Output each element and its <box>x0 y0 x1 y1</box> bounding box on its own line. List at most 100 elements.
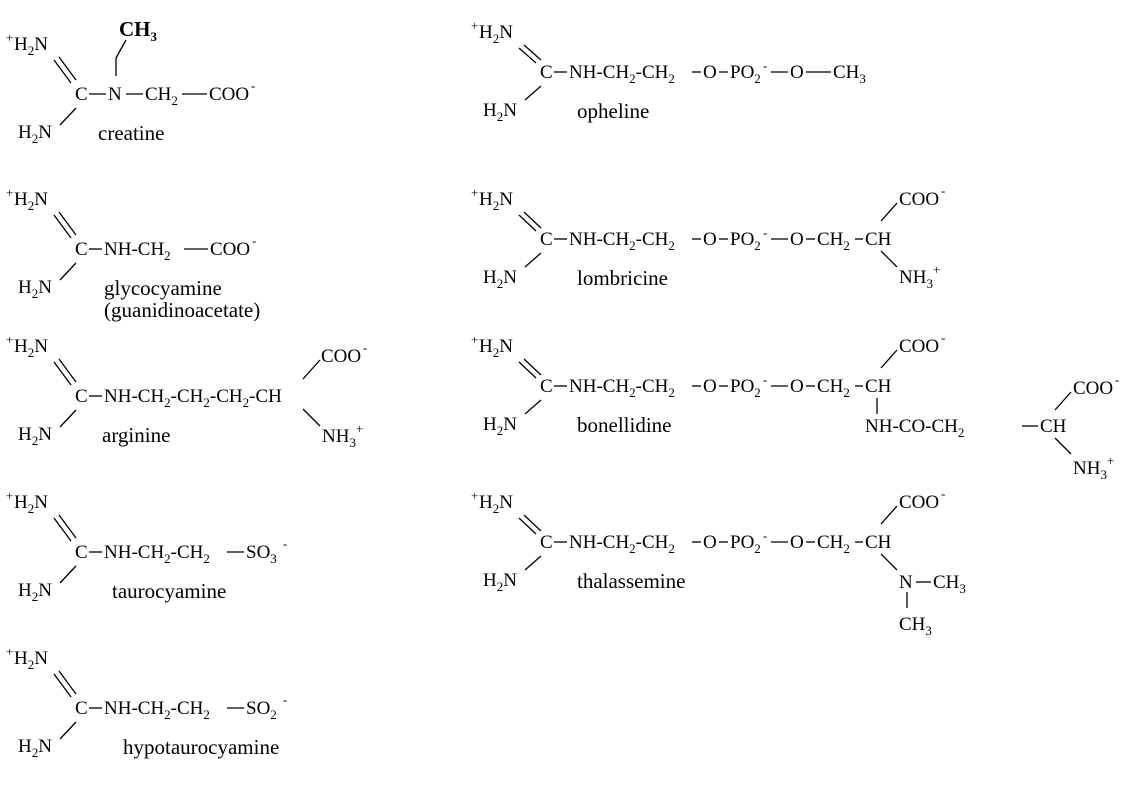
taurocyamine-single-bond-lower <box>59 565 77 584</box>
opheline-double-bond-b <box>518 47 537 64</box>
opheline-ch3: CH3 <box>833 62 866 86</box>
molecule-arginine: + H2N C H2N NH-CH2-CH2-CH2-CH COO - NH3+… <box>6 332 367 450</box>
lombricine-po2-charge: - <box>763 225 767 240</box>
taurocyamine-bottom-amine: H2N <box>18 580 52 604</box>
hypotaurocyamine-so2-charge: - <box>283 692 287 707</box>
glycocyamine-coo: COO <box>210 239 250 260</box>
bonellidine-bond-ch-coo-b <box>1054 391 1072 411</box>
hypotaurocyamine-chain: NH-CH2-CH2 <box>104 698 210 722</box>
lombricine-top-amine: H2N <box>479 189 513 213</box>
bonellidine-po2-charge: - <box>763 372 767 387</box>
arginine-bottom-amine: H2N <box>18 424 52 448</box>
creatine-central-carbon: C <box>75 84 88 105</box>
glycocyamine-alt-name: (guanidinoacetate) <box>104 298 260 322</box>
thalassemine-ch: CH <box>865 532 892 553</box>
thalassemine-ch3-down: CH3 <box>899 614 932 638</box>
taurocyamine-top-amine: H2N <box>14 492 48 516</box>
thalassemine-n-atom: N <box>899 572 913 593</box>
bonellidine-po2: PO2 <box>730 376 761 400</box>
arginine-top-amine: H2N <box>14 336 48 360</box>
creatine-double-bond-b <box>53 59 72 84</box>
molecule-thalassemine: + H2N C H2N NH-CH2-CH2 O PO2 - O CH2 CH … <box>471 486 966 638</box>
arginine-plus-charge: + <box>6 332 13 347</box>
lombricine-ch2: CH2 <box>817 229 850 253</box>
creatine-bond-methyl-tilt <box>115 39 127 59</box>
arginine-bond-ch-coo <box>302 359 321 380</box>
lombricine-central-carbon: C <box>540 229 553 250</box>
taurocyamine-central-carbon: C <box>75 542 88 563</box>
glycocyamine-double-bond-a <box>58 211 77 236</box>
glycocyamine-coo-charge: - <box>252 233 256 248</box>
hypotaurocyamine-single-bond-lower <box>59 721 77 740</box>
bonellidine-bond-ch-nh3 <box>1054 437 1072 455</box>
taurocyamine-name: taurocyamine <box>112 579 226 603</box>
hypotaurocyamine-top-amine: H2N <box>14 648 48 672</box>
opheline-bottom-amine: H2N <box>483 100 517 124</box>
hypotaurocyamine-double-bond-a <box>58 670 77 695</box>
thalassemine-top-amine: H2N <box>479 492 513 516</box>
lombricine-double-bond-b <box>518 214 537 232</box>
bonellidine-nh3: NH3+ <box>1073 453 1114 482</box>
thalassemine-o1: O <box>703 532 717 553</box>
glycocyamine-central-carbon: C <box>75 239 88 260</box>
bonellidine-nhco: NH-CO-CH2 <box>865 416 964 440</box>
thalassemine-chain: NH-CH2-CH2 <box>569 532 675 556</box>
creatine-name: creatine <box>98 121 164 145</box>
hypotaurocyamine-central-carbon: C <box>75 698 88 719</box>
bonellidine-bond-ch-coo <box>880 349 898 369</box>
arginine-coo: COO <box>321 346 361 367</box>
glycocyamine-name: glycocyamine <box>104 276 222 300</box>
creatine-double-bond-a <box>58 56 77 81</box>
bonellidine-chain: NH-CH2-CH2 <box>569 376 675 400</box>
taurocyamine-plus-charge: + <box>6 488 13 503</box>
arginine-central-carbon: C <box>75 386 88 407</box>
hypotaurocyamine-bottom-amine: H2N <box>18 736 52 760</box>
lombricine-name: lombricine <box>577 266 668 290</box>
bonellidine-double-bond-b <box>518 361 537 379</box>
creatine-bottom-amine: H2N <box>18 122 52 146</box>
opheline-top-amine: H2N <box>479 22 513 46</box>
opheline-name: opheline <box>577 99 649 123</box>
creatine-n-atom: N <box>108 84 122 105</box>
glycocyamine-top-amine: H2N <box>14 189 48 213</box>
thalassemine-po2: PO2 <box>730 532 761 556</box>
bonellidine-name: bonellidine <box>577 413 671 437</box>
thalassemine-name: thalassemine <box>577 569 685 593</box>
bonellidine-coo-charge: - <box>941 330 945 345</box>
opheline-plus-charge: + <box>471 18 478 33</box>
opheline-po2-charge: - <box>763 58 767 73</box>
taurocyamine-double-bond-a <box>58 514 77 539</box>
lombricine-po2: PO2 <box>730 229 761 253</box>
bonellidine-coo-b-charge: - <box>1115 372 1119 387</box>
opheline-o1: O <box>703 62 717 83</box>
lombricine-o1: O <box>703 229 717 250</box>
bonellidine-bottom-amine: H2N <box>483 414 517 438</box>
thalassemine-double-bond-b <box>518 517 537 535</box>
lombricine-coo: COO <box>899 189 939 210</box>
molecule-glycocyamine: + H2N C H2N NH-CH2 COO - glycocyamine (g… <box>6 185 260 322</box>
hypotaurocyamine-name: hypotaurocyamine <box>123 735 279 759</box>
molecule-creatine: + H2N C H2N N CH3 CH2 COO - creatine <box>6 17 255 146</box>
lombricine-bond-ch-nh3 <box>880 250 898 268</box>
lombricine-bottom-amine: H2N <box>483 267 517 291</box>
hypotaurocyamine-double-bond-b <box>53 673 72 698</box>
thalassemine-single-bond-lower <box>524 555 542 571</box>
molecule-taurocyamine: + H2N C H2N NH-CH2-CH2 SO3 - taurocyamin… <box>6 488 287 604</box>
arginine-nh3: NH3+ <box>322 421 363 450</box>
thalassemine-bottom-amine: H2N <box>483 570 517 594</box>
taurocyamine-chain: NH-CH2-CH2 <box>104 542 210 566</box>
creatine-ch2: CH2 <box>145 84 178 108</box>
taurocyamine-so3-charge: - <box>283 536 287 551</box>
creatine-coo-charge: - <box>251 78 255 93</box>
creatine-methyl: CH3 <box>119 17 158 44</box>
lombricine-o2: O <box>790 229 804 250</box>
bonellidine-o1: O <box>703 376 717 397</box>
glycocyamine-bottom-amine: H2N <box>18 277 52 301</box>
creatine-plus-charge: + <box>6 30 13 45</box>
thalassemine-bond-ch-coo <box>880 505 898 525</box>
bonellidine-coo: COO <box>899 336 939 357</box>
lombricine-ch: CH <box>865 229 892 250</box>
lombricine-coo-charge: - <box>941 183 945 198</box>
lombricine-chain: NH-CH2-CH2 <box>569 229 675 253</box>
lombricine-bond-ch-coo <box>880 202 898 222</box>
